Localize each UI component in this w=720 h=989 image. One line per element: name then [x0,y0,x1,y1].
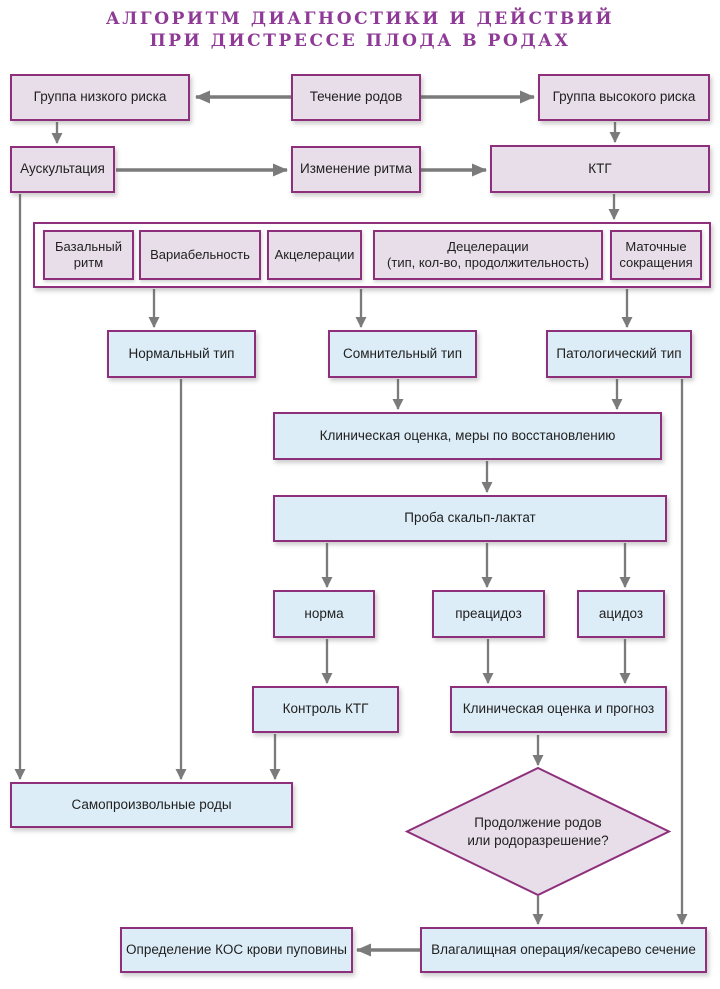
node-cord-blood-test: Определение КОС крови пуповины [120,927,353,973]
node-rhythm-change: Изменение ритма [291,146,421,193]
thick-arrows [116,90,535,957]
node-normal-type: Нормальный тип [107,330,256,378]
node-doubtful-type: Сомнительный тип [328,330,477,378]
node-high-risk-group: Группа высокого риска [538,74,710,121]
thin-arrows [14,122,688,925]
node-ctg-control: Контроль КТГ [252,686,399,733]
node-auscultation: Аускультация [10,146,115,193]
page-title: АЛГОРИТМ ДИАГНОСТИКИ И ДЕЙСТВИЙ ПРИ ДИСТ… [0,8,720,53]
node-variability: Вариабельность [139,230,261,280]
node-uterine-contractions: Маточные сокращения [610,230,702,280]
node-acidosis: ацидоз [577,590,665,638]
node-labor-course: Течение родов [291,74,421,121]
node-norm: норма [273,590,375,638]
decision-diamond-label: Продолжение родов или родоразрешение? [467,815,609,848]
node-low-risk-group: Группа низкого риска [10,74,190,121]
node-ctg: КТГ [490,145,710,193]
node-pathological-type: Патологический тип [546,330,692,378]
node-scalp-lactate-test: Проба скальп-лактат [273,495,667,542]
node-accelerations: Акцелерации [267,230,362,280]
node-spontaneous-birth: Самопроизвольные роды [10,782,293,828]
page-title-line1: АЛГОРИТМ ДИАГНОСТИКИ И ДЕЙСТВИЙ [105,9,615,29]
node-vaginal-operation: Влагалищная операция/кесарево сечение [420,927,707,973]
node-preacidosis: преацидоз [432,590,545,638]
node-clinical-recovery: Клиническая оценка, меры по восстановлен… [273,412,662,460]
node-decelerations: Децелерации (тип, кол-во, продолжительно… [373,230,603,280]
node-clinical-prognosis: Клиническая оценка и прогноз [450,686,667,733]
page-title-line2: ПРИ ДИСТРЕССЕ ПЛОДА В РОДАХ [149,31,571,52]
node-basal-rhythm: Базальный ритм [43,230,134,280]
decision-diamond [404,766,672,897]
